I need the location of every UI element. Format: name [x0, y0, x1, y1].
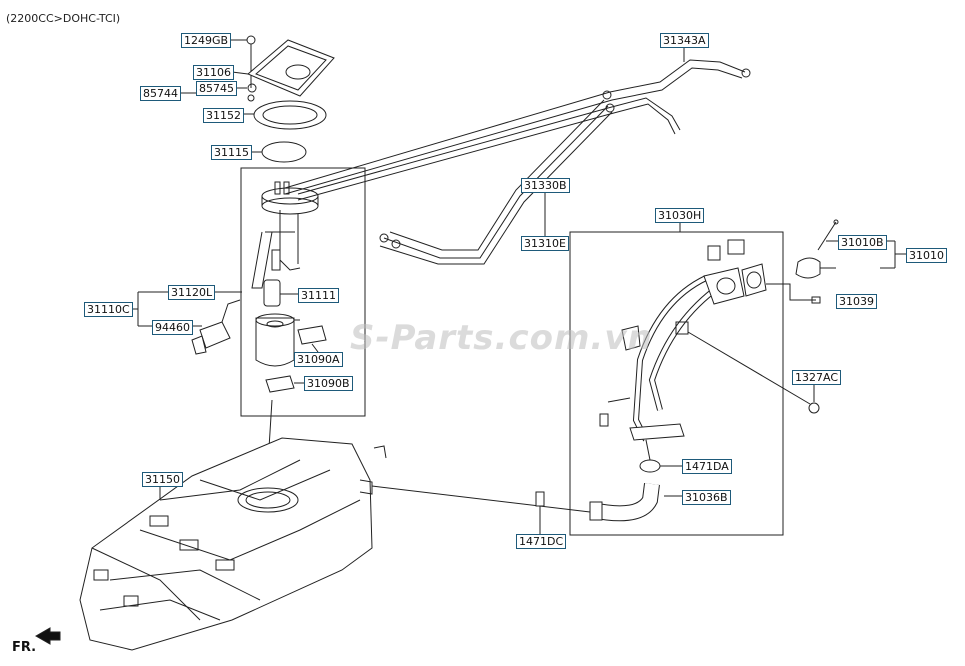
- clamp-1327ac: [687, 331, 820, 414]
- front-arrow-icon: [34, 627, 61, 645]
- part-label-31030h[interactable]: 31030H: [655, 208, 705, 223]
- gasket-31115: [246, 141, 307, 163]
- part-label-1327ac[interactable]: 1327AC: [792, 370, 842, 385]
- hose-31036b: [589, 483, 682, 522]
- clamp-1471dc: [371, 485, 591, 534]
- filler-neck-31030h: [599, 220, 767, 461]
- front-indicator-label: FR.: [12, 640, 37, 655]
- fuel-cap-31010b: [795, 219, 906, 279]
- strainer-31090b: [265, 375, 306, 393]
- part-label-31110c[interactable]: 31110C: [84, 302, 133, 317]
- part-label-85745[interactable]: 85745: [196, 81, 237, 96]
- fuel-tank-31150: [79, 437, 387, 651]
- part-label-85744[interactable]: 85744: [140, 86, 181, 101]
- wiring-94460: [190, 299, 241, 355]
- part-label-31039[interactable]: 31039: [836, 294, 877, 309]
- part-label-31106[interactable]: 31106: [193, 65, 234, 80]
- lock-ring-31152: [242, 100, 327, 130]
- fuel-lines-31330b: [379, 99, 613, 265]
- part-label-1471dc[interactable]: 1471DC: [516, 534, 567, 549]
- part-label-31090b[interactable]: 31090B: [304, 376, 353, 391]
- part-label-31150[interactable]: 31150: [142, 472, 183, 487]
- engine-spec-header: (2200CC>DOHC-TCI): [6, 12, 121, 25]
- filler-neck-frame: [569, 231, 784, 536]
- part-label-31115[interactable]: 31115: [211, 145, 252, 160]
- bolt-31039: [766, 283, 821, 304]
- part-label-31120l[interactable]: 31120L: [168, 285, 216, 300]
- part-label-31152[interactable]: 31152: [203, 108, 244, 123]
- part-label-1249gb[interactable]: 1249GB: [181, 33, 232, 48]
- fuel-lines-31343a: [284, 40, 751, 201]
- part-label-31010b[interactable]: 31010B: [838, 235, 887, 250]
- part-label-31310e[interactable]: 31310E: [521, 236, 569, 251]
- part-label-31330b[interactable]: 31330B: [521, 178, 570, 193]
- part-label-31111[interactable]: 31111: [298, 288, 339, 303]
- clamp-1471da: [639, 459, 682, 473]
- watermark: S-Parts.com.vn: [350, 318, 653, 358]
- bolt-1249gb: [228, 35, 256, 88]
- part-label-31343a[interactable]: 31343A: [660, 33, 709, 48]
- part-label-94460[interactable]: 94460: [152, 320, 193, 335]
- part-label-31010[interactable]: 31010: [906, 248, 947, 263]
- cover-plate-31106: [231, 39, 335, 97]
- part-label-1471da[interactable]: 1471DA: [682, 459, 732, 474]
- bracket-31110c: [128, 291, 242, 327]
- part-label-31036b[interactable]: 31036B: [682, 490, 731, 505]
- sender-31090a: [297, 325, 327, 353]
- part-label-31090a[interactable]: 31090A: [294, 352, 343, 367]
